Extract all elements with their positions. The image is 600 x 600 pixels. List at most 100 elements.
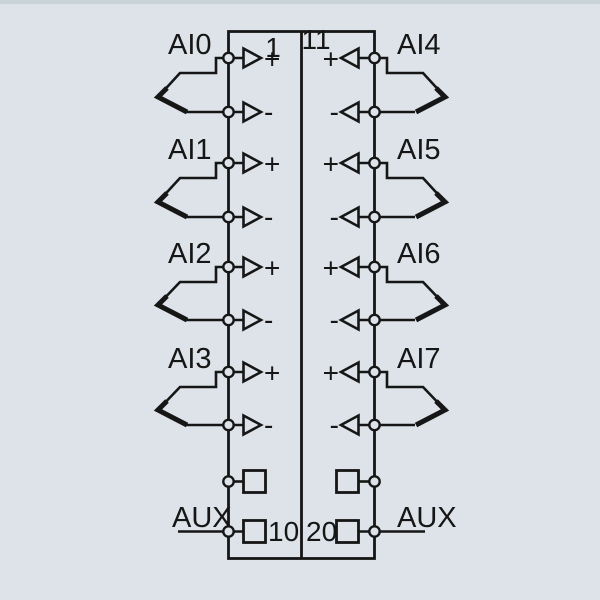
square-terminal-icon (242, 519, 267, 544)
terminal-circle (368, 365, 381, 379)
opamp-triangle-icon (242, 205, 264, 229)
channel-label: AI0 (168, 29, 212, 61)
channel-wires (338, 360, 450, 437)
terminal-circle (222, 210, 235, 224)
terminal-number-bottom-right: 20 (306, 516, 337, 547)
aux-label: AUX (172, 502, 232, 534)
terminal-circle (368, 210, 381, 224)
cable-chevron-icon (153, 399, 189, 428)
opamp-triangle-icon (338, 255, 360, 279)
opamp-triangle-icon (242, 255, 264, 279)
opamp-triangle-icon (338, 360, 360, 384)
channel-ai4: AI4 + - (323, 29, 450, 128)
channel-ai5: AI5 + - (323, 134, 450, 233)
channel-label: AI6 (397, 238, 441, 270)
terminal-circle (368, 475, 381, 488)
channel-label: AI3 (168, 343, 212, 375)
polarity-minus-sign: - (330, 410, 339, 441)
terminal-circle (222, 418, 235, 432)
opamp-triangle-icon (338, 205, 360, 229)
aux-section-right: AUX (335, 469, 457, 544)
aux-label: AUX (397, 502, 457, 534)
terminal-circle (222, 365, 235, 379)
terminal-circle (222, 105, 235, 119)
polarity-minus-sign: - (330, 97, 339, 128)
channel-label: AI2 (168, 238, 212, 270)
channel-ai1: AI1 + - (153, 134, 280, 233)
terminal-circle (222, 260, 235, 274)
terminal-circle (368, 525, 381, 538)
terminal-number-top-left: 1 (265, 32, 281, 63)
terminal-circle (368, 260, 381, 274)
diagram-lines (227, 30, 376, 560)
cable-chevron-icon (414, 399, 450, 428)
cable-chevron-icon (153, 86, 189, 115)
opamp-triangle-icon (338, 413, 360, 437)
opamp-triangle-icon (242, 100, 264, 124)
channel-wires (338, 46, 450, 124)
terminal-circle (368, 313, 381, 327)
square-terminal-icon (335, 519, 360, 544)
channel-ai3: AI3 + - (153, 343, 280, 441)
terminal-circle (222, 475, 235, 488)
cable-chevron-icon (153, 294, 189, 323)
opamp-triangle-icon (338, 100, 360, 124)
top-border-band (0, 0, 600, 4)
channel-ai7: AI7+- (323, 343, 450, 441)
terminal-number-bottom-left: 10 (268, 516, 299, 547)
channel-label: AI5 (397, 134, 441, 166)
signal-wire-plus (358, 265, 446, 306)
polarity-minus-sign: - (330, 305, 339, 336)
polarity-plus-sign: + (323, 253, 339, 284)
polarity-minus-sign: - (264, 305, 273, 336)
channel-ai6: AI6 + - (323, 238, 450, 336)
opamp-triangle-icon (338, 151, 360, 175)
terminal-circle (222, 156, 235, 170)
channel-label: AI4 (397, 29, 441, 61)
opamp-triangle-icon (242, 46, 264, 70)
opamp-triangle-icon (242, 151, 264, 175)
signal-wire-plus (358, 161, 446, 203)
channel-ai0: AI0 + - (153, 29, 280, 128)
channel-ai2: AI2 + - (153, 238, 280, 336)
terminal-circle (222, 51, 235, 65)
cable-chevron-icon (414, 86, 450, 115)
polarity-minus-sign: - (264, 410, 273, 441)
polarity-minus-sign: - (264, 202, 273, 233)
channel-wires (153, 46, 264, 124)
terminal-circle (368, 156, 381, 170)
channel-wires (153, 151, 264, 229)
terminal-number-top-right: 11 (301, 24, 330, 55)
channel-wires (153, 360, 264, 437)
channel-label: AI1 (168, 134, 212, 166)
channel-wires (338, 151, 450, 229)
square-terminal-icon (335, 469, 360, 494)
polarity-minus-sign: - (264, 97, 273, 128)
terminal-circle (222, 313, 235, 327)
cable-chevron-icon (414, 294, 450, 323)
cable-chevron-icon (414, 191, 450, 220)
polarity-plus-sign: + (264, 358, 280, 389)
aux-section-left: AUX (172, 469, 267, 544)
channel-wires (153, 255, 264, 332)
opamp-triangle-icon (338, 308, 360, 332)
signal-wire-plus (358, 56, 446, 98)
signal-wire-plus (358, 370, 446, 411)
polarity-plus-sign: + (323, 44, 339, 75)
polarity-minus-sign: - (330, 202, 339, 233)
polarity-plus-sign: + (323, 149, 339, 180)
polarity-plus-sign: + (264, 44, 280, 75)
square-terminal-icon (242, 469, 267, 494)
channel-wires (338, 255, 450, 332)
terminal-circle (368, 51, 381, 65)
terminal-circle (368, 418, 381, 432)
channel-label: AI7 (397, 343, 441, 375)
opamp-triangle-icon (338, 46, 360, 70)
polarity-plus-sign: + (264, 253, 280, 284)
terminal-circle (368, 105, 381, 119)
terminal-circle (222, 525, 235, 538)
cable-chevron-icon (153, 191, 189, 220)
polarity-plus-sign: + (264, 149, 280, 180)
